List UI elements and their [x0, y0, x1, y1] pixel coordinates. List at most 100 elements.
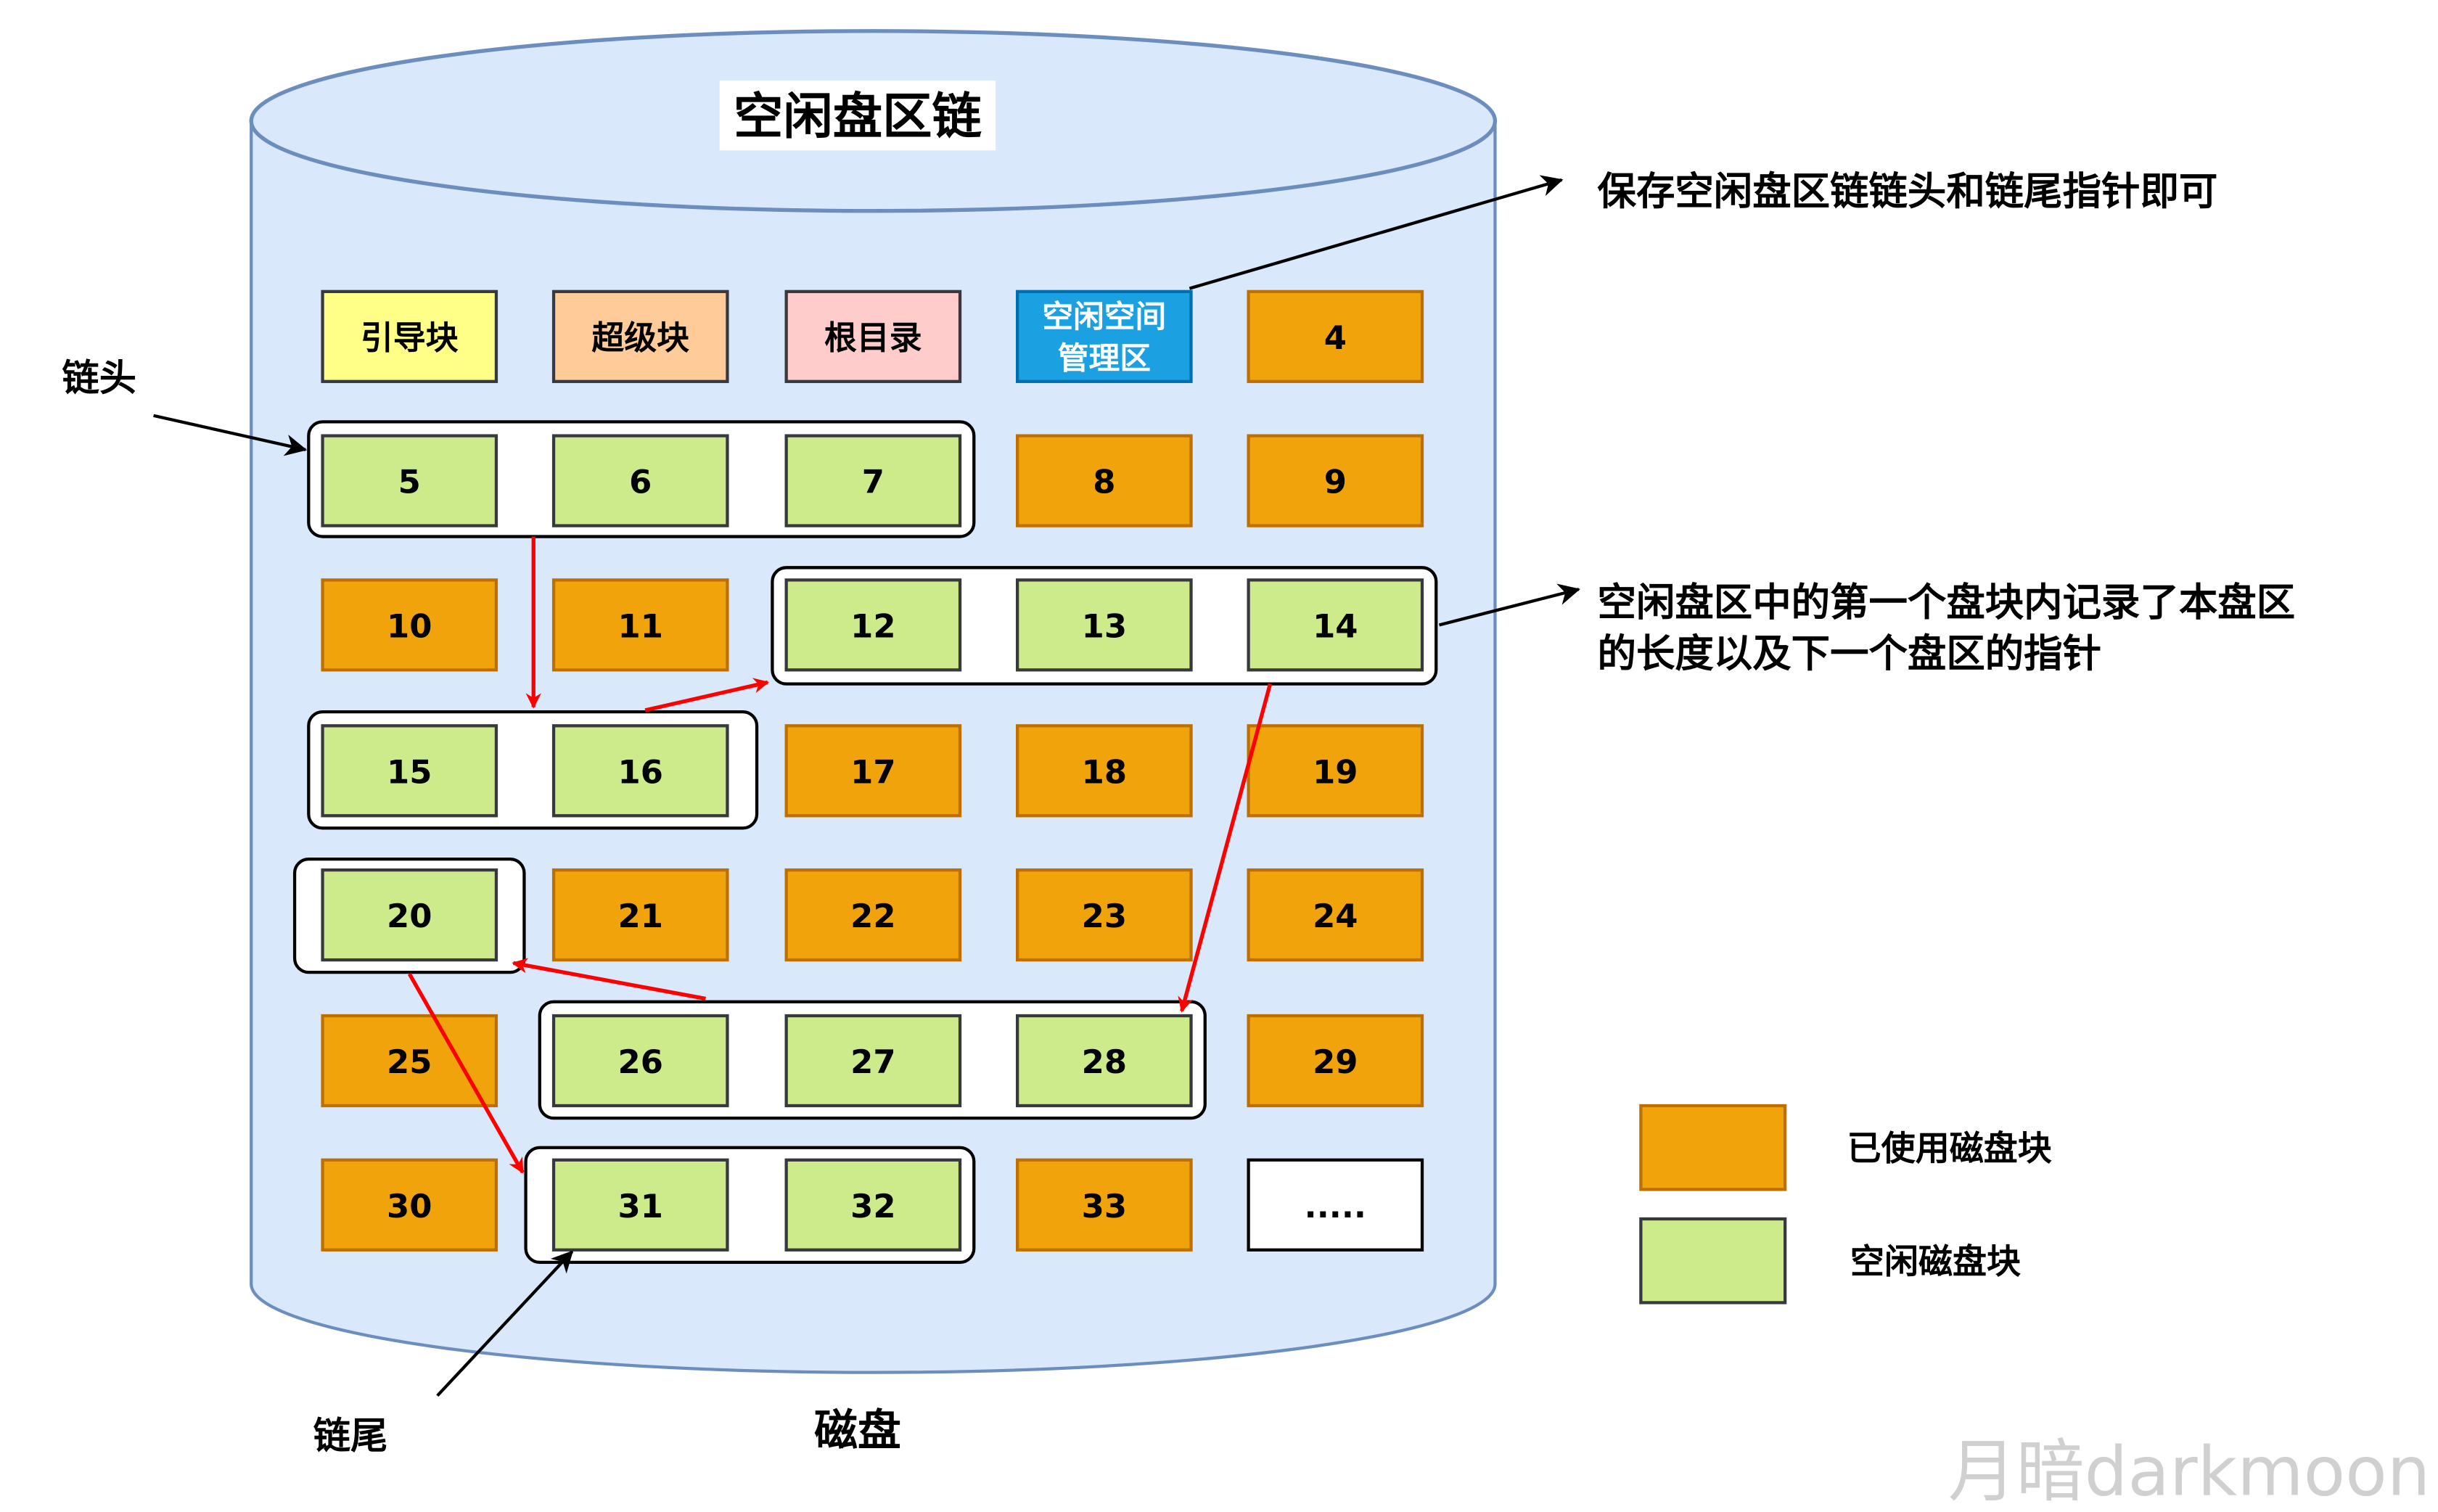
- block-box: [321, 1014, 498, 1108]
- block-label: 22: [850, 897, 895, 935]
- disk-block: 22: [784, 868, 962, 962]
- note-right-line-2: 的长度以及下一个盘区的指针: [1598, 630, 2101, 676]
- block-box: [551, 578, 729, 672]
- note-right-line-1: 空闲盘区中的第一个盘块内记录了本盘区: [1598, 580, 2296, 625]
- block-box: [321, 434, 498, 527]
- disk-block: 32: [784, 1158, 962, 1252]
- block-box: [321, 578, 498, 672]
- block-box: [551, 868, 729, 962]
- block-label: 8: [1093, 463, 1115, 501]
- title-background: [719, 81, 996, 151]
- block-label: 18: [1082, 752, 1127, 791]
- disk-block: 8: [1015, 434, 1193, 527]
- chain-pointers: [407, 536, 1273, 1174]
- block-box: [1247, 1158, 1424, 1252]
- disk-block: 19: [1247, 724, 1424, 818]
- block-box: [321, 289, 498, 383]
- disk-block: 13: [1015, 578, 1193, 672]
- block-label: 26: [618, 1043, 663, 1081]
- block-box: [784, 1158, 962, 1252]
- legend-free-label: 空闲磁盘块: [1850, 1242, 2021, 1282]
- block-label: 4: [1324, 319, 1347, 357]
- note-top: 保存空闲盘区链链头和链尾指针即可: [1598, 168, 2218, 214]
- block-label: 13: [1082, 607, 1127, 645]
- block-box: [321, 724, 498, 818]
- disk-block: 6: [551, 434, 729, 527]
- chain-tail-label: 链尾: [313, 1414, 388, 1458]
- disk-block: 30: [321, 1158, 498, 1252]
- block-box: [1015, 1014, 1193, 1108]
- block-label: 31: [618, 1187, 663, 1225]
- block-label: 19: [1313, 752, 1358, 791]
- block-label: 25: [387, 1043, 432, 1081]
- disk-block: 根目录: [784, 289, 962, 383]
- disk-block: 10: [321, 578, 498, 672]
- block-box: [1247, 578, 1424, 672]
- block-label: 21: [618, 897, 663, 935]
- block-label: 14: [1313, 607, 1358, 645]
- block-box: [321, 1158, 498, 1252]
- disk-block: 29: [1247, 1014, 1424, 1108]
- chain-head-label: 链头: [62, 357, 136, 400]
- block-label: 空闲空间: [1042, 299, 1166, 335]
- pointer-20-to-31: [407, 972, 525, 1174]
- block-box: [551, 289, 729, 383]
- block-label: 32: [850, 1187, 895, 1225]
- disk-block: 9: [1247, 434, 1424, 527]
- block-box: [1015, 1158, 1193, 1252]
- block-label: 超级块: [591, 319, 689, 357]
- block-label: 9: [1324, 463, 1347, 501]
- block-label: .....: [1305, 1187, 1366, 1225]
- block-box: [784, 1014, 962, 1108]
- block-label: 10: [387, 607, 432, 645]
- disk-block: 21: [551, 868, 729, 962]
- block-label: 20: [387, 897, 432, 935]
- diagram-title: 空闲盘区链: [734, 89, 982, 146]
- block-label: 管理区: [1058, 341, 1151, 377]
- legend-used-swatch: [1639, 1104, 1787, 1191]
- disk-block: 25: [321, 1014, 498, 1108]
- disk-block: .....: [1247, 1158, 1424, 1252]
- block-label: 29: [1313, 1043, 1358, 1081]
- block-box: [551, 1158, 729, 1252]
- disk-block: 31: [551, 1158, 729, 1252]
- disk-block: 26: [551, 1014, 729, 1108]
- disk-block: 14: [1247, 578, 1424, 672]
- block-label: 23: [1082, 897, 1127, 935]
- disk-block: 12: [784, 578, 962, 672]
- block-label: 24: [1313, 897, 1358, 935]
- block-label: 引导块: [361, 319, 459, 357]
- disk-label: 磁盘: [814, 1405, 901, 1456]
- disk-block: 4: [1247, 289, 1424, 383]
- block-box: [1015, 578, 1193, 672]
- disk-block: 23: [1015, 868, 1193, 962]
- disk-block: 11: [551, 578, 729, 672]
- block-box: [784, 578, 962, 672]
- block-box: [551, 724, 729, 818]
- block-box: [784, 724, 962, 818]
- disk-block: 24: [1247, 868, 1424, 962]
- block-box: [551, 1014, 729, 1108]
- block-box: [551, 434, 729, 527]
- block-label: 16: [618, 752, 663, 791]
- block-box: [1015, 724, 1193, 818]
- block-label: 17: [850, 752, 895, 791]
- block-box: [1247, 434, 1424, 527]
- block-box: [784, 868, 962, 962]
- disk-block: 17: [784, 724, 962, 818]
- block-label: 5: [398, 463, 421, 501]
- block-label: 6: [629, 463, 652, 501]
- disk-block: 27: [784, 1014, 962, 1108]
- block-label: 33: [1082, 1187, 1127, 1225]
- disk-block: 超级块: [551, 289, 729, 383]
- block-box: [1015, 868, 1193, 962]
- note-top-arrow: [1189, 175, 1564, 290]
- note-right-arrow: [1438, 583, 1580, 627]
- pointer-26-to-20: [512, 958, 706, 1001]
- legend-used-label: 已使用磁盘块: [1847, 1129, 2052, 1169]
- block-label: 根目录: [824, 319, 922, 357]
- block-box: [1015, 434, 1193, 527]
- block-label: 30: [387, 1187, 432, 1225]
